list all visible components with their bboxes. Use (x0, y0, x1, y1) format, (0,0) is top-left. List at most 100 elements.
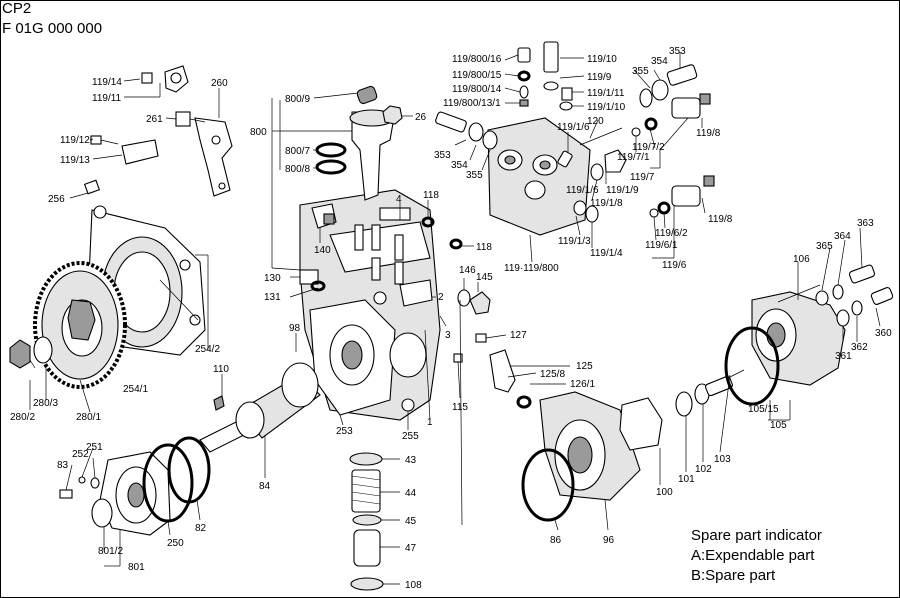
seal-131 (310, 280, 326, 292)
callout: 119/13 (60, 155, 90, 166)
callout: 119/12 (60, 135, 90, 146)
callout: 801 (128, 562, 145, 573)
callout: 119/7 (630, 172, 655, 183)
callout: 125 (576, 361, 593, 372)
flange-801 (99, 451, 171, 536)
washer-119-9 (543, 81, 559, 91)
clip-119-13 (121, 139, 159, 165)
oring-126-1 (516, 395, 532, 409)
washer-280-3 (33, 336, 53, 364)
roller-108 (350, 577, 384, 591)
callout: 103 (714, 454, 731, 465)
callout: 86 (550, 535, 562, 546)
callout: 96 (603, 535, 615, 546)
callout: 362 (851, 342, 868, 353)
oring-105-15 (724, 326, 780, 406)
callout: 98 (289, 323, 301, 334)
callout: 354 (451, 160, 468, 171)
callout: 800/7 (285, 146, 310, 157)
callout: 353 (669, 46, 686, 57)
callout: 130 (264, 273, 281, 284)
plug-360 (870, 287, 894, 305)
callout: 355 (466, 170, 483, 181)
callout: 110 (213, 364, 229, 375)
bolt-106 (777, 284, 821, 303)
callout: 251 (86, 442, 103, 453)
callout: 101 (678, 474, 695, 485)
callout: 1 (427, 417, 433, 428)
callout: 119/1/6 (557, 122, 590, 133)
screw-127 (475, 333, 487, 343)
callout: 119·119/800 (504, 263, 559, 274)
callout: 119/1/6 (566, 185, 599, 196)
callout: 45 (405, 516, 417, 527)
spring-119-800-14 (519, 85, 529, 99)
callout: 256 (48, 194, 65, 205)
metering-unit-800 (349, 85, 396, 201)
oring-119-6-1 (649, 208, 659, 218)
tappet-47 (353, 529, 381, 567)
legend-expendable: A:Expendable part (691, 547, 815, 564)
oring-118b (449, 238, 463, 250)
key-110 (213, 395, 225, 411)
callout: 119/800/15 (452, 70, 502, 81)
leader-lines (29, 52, 881, 585)
bolt-261 (175, 111, 191, 127)
callout: 127 (510, 330, 527, 341)
callout: 119/800/14 (452, 84, 502, 95)
legend-title: Spare part indicator (691, 527, 822, 544)
callout: 280/2 (10, 412, 35, 423)
pump-element-96 (539, 391, 641, 501)
gear-280-1 (33, 261, 127, 389)
callout: 115 (452, 402, 468, 413)
callout: 250 (167, 538, 184, 549)
callout: 364 (834, 231, 851, 242)
oring-119-7-2 (644, 117, 658, 131)
plug-119-1-11 (561, 87, 573, 101)
callout: 252 (72, 449, 89, 460)
callout: 119/6/2 (655, 228, 688, 239)
washer-251 (78, 476, 86, 484)
callout: 120 (587, 116, 604, 127)
callout: 280/3 (33, 398, 58, 409)
callout: 3 (445, 330, 451, 341)
callout: 4 (396, 194, 402, 205)
callout: 119/8 (696, 128, 721, 139)
callout: 119/1/9 (606, 185, 639, 196)
callout: 253 (336, 426, 353, 437)
washer-119-1-3 (573, 200, 587, 216)
callout: 119/800/16 (452, 54, 502, 65)
disc-101 (675, 391, 693, 417)
valve-125 (489, 349, 516, 393)
callout: 126/1 (570, 379, 595, 390)
callout: 119/9 (587, 72, 612, 83)
callout: 47 (405, 543, 417, 554)
washer-362 (851, 300, 863, 316)
callout: 119/1/11 (587, 88, 625, 99)
washer-119-1-10 (559, 101, 573, 111)
callout: 118 (423, 190, 439, 201)
callout: 105/15 (748, 404, 779, 415)
part-119-1-6a (557, 150, 573, 168)
callout: 131 (264, 292, 281, 303)
callout: 105 (770, 420, 787, 431)
callout: 125/8 (540, 369, 565, 380)
spring-44 (351, 469, 381, 513)
callout: 119/1/8 (590, 198, 623, 209)
callout: 360 (875, 328, 892, 339)
callout: 254/2 (195, 344, 220, 355)
ball-119-800-13-1 (519, 99, 529, 107)
drive-shaft-84 (199, 362, 321, 453)
callout: 119/10 (587, 54, 617, 65)
callout: 145 (476, 272, 493, 283)
callout: 119/14 (92, 77, 122, 88)
callout: 119/1/10 (587, 102, 626, 113)
callout: 365 (816, 241, 833, 252)
washer-252 (90, 477, 100, 489)
callout: 363 (857, 218, 874, 229)
callout: 108 (405, 580, 422, 591)
washer-354a (468, 122, 484, 142)
feed-pump-105 (751, 291, 846, 386)
valve-103 (705, 369, 745, 397)
plug-119-10 (543, 41, 559, 73)
